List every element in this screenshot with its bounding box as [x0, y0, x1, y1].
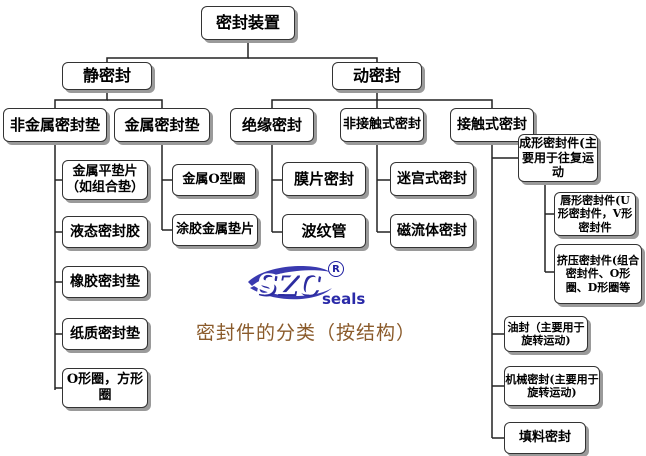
liquid-sealant-node: 液态密封胶: [62, 216, 148, 248]
packing-seal-node: 填料密封: [504, 422, 586, 454]
metal-flat-gasket-node: 金属平垫片（如组合垫）: [62, 160, 148, 200]
mechanical-seal-node: 机械密封(主要用于旋转运动): [504, 366, 600, 406]
coated-metal-gasket-node: 涂胶金属垫片: [172, 214, 258, 246]
bellows-node: 波纹管: [282, 214, 366, 248]
registered-mark-icon: R: [328, 261, 344, 277]
labyrinth-seal-node: 迷宫式密封: [390, 162, 474, 196]
paper-gasket-node: 纸质密封垫: [62, 318, 148, 350]
seals-logo-text: seals: [322, 290, 366, 308]
metal-o-ring-node: 金属O型圈: [172, 164, 256, 196]
nonmetal-gasket-node: 非金属密封垫: [3, 108, 107, 142]
szc-logo-text: SZC: [256, 268, 320, 301]
dynamic-seal-node: 动密封: [332, 62, 422, 90]
lip-seal-node: 唇形密封件(U形密封件，V形密封件: [554, 192, 636, 236]
magnetic-fluid-seal-node: 磁流体密封: [390, 214, 474, 248]
metal-gasket-node: 金属密封垫: [114, 108, 210, 142]
squeeze-seal-node: 挤压密封件(组合密封件、O形圈、D形圈等: [554, 244, 642, 304]
o-ring-square-ring-node: O形圈，方形圈: [62, 368, 148, 408]
insulation-seal-node: 绝缘密封: [230, 108, 314, 142]
static-seal-node: 静密封: [62, 62, 152, 90]
rubber-gasket-node: 橡胶密封垫: [62, 266, 148, 298]
noncontact-seal-node: 非接触式密封: [340, 108, 424, 142]
diaphragm-seal-node: 膜片密封: [282, 162, 366, 196]
root-node: 密封装置: [201, 6, 295, 40]
molded-seal-node: 成形密封件(主要用于往复运动: [518, 134, 598, 182]
szc-logo-swoosh: [248, 266, 332, 300]
oil-seal-node: 油封（主要用于旋转运动): [504, 316, 588, 352]
diagram-caption: 密封件的分类（按结构）: [196, 322, 417, 344]
